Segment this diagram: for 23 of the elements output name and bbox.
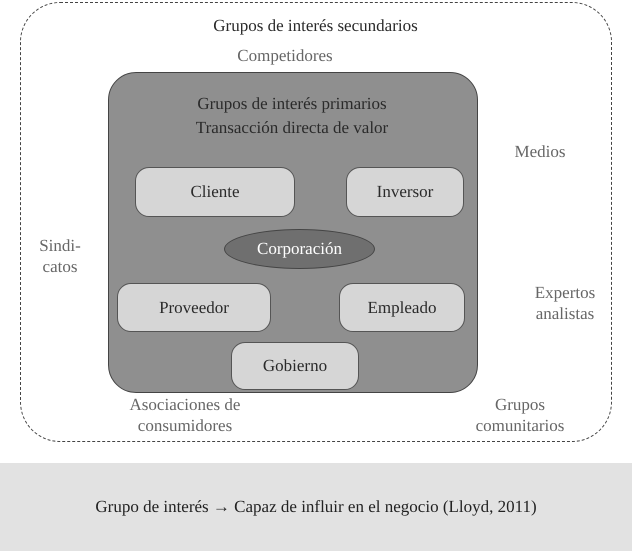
caption-text: Grupo de interés → Capaz de influir en el negocio (Lloyd, 2011) (95, 497, 537, 517)
stakeholder-label: Expertos analistas (534, 282, 596, 324)
stakeholder-label: Asociaciones de consumidores (128, 394, 242, 436)
stakeholder-label: Sindi- catos (38, 235, 82, 277)
group-heading: Grupos de interés secundarios (212, 15, 419, 36)
stakeholder-box (117, 283, 271, 332)
node-label: Proveedor (159, 298, 229, 318)
stakeholder-label: Medios (514, 141, 566, 162)
stakeholder-box (346, 167, 464, 217)
stakeholder-label: Grupos comunitarios (474, 394, 566, 436)
node-label: Gobierno (262, 356, 328, 376)
node-label: Corporación (257, 239, 342, 259)
node-label: Empleado (368, 298, 436, 318)
stakeholder-box (135, 167, 295, 217)
group-heading: Transacción directa de valor (194, 116, 390, 138)
stakeholder-box (231, 342, 359, 390)
primary-group-panel (108, 72, 478, 392)
group-heading: Grupos de interés primarios (196, 92, 388, 114)
stakeholder-label: Competidores (236, 45, 334, 66)
secondary-group-boundary (20, 2, 612, 442)
node-label: Inversor (376, 182, 434, 202)
node-label: Cliente (190, 182, 240, 202)
stakeholder-box (339, 283, 465, 332)
